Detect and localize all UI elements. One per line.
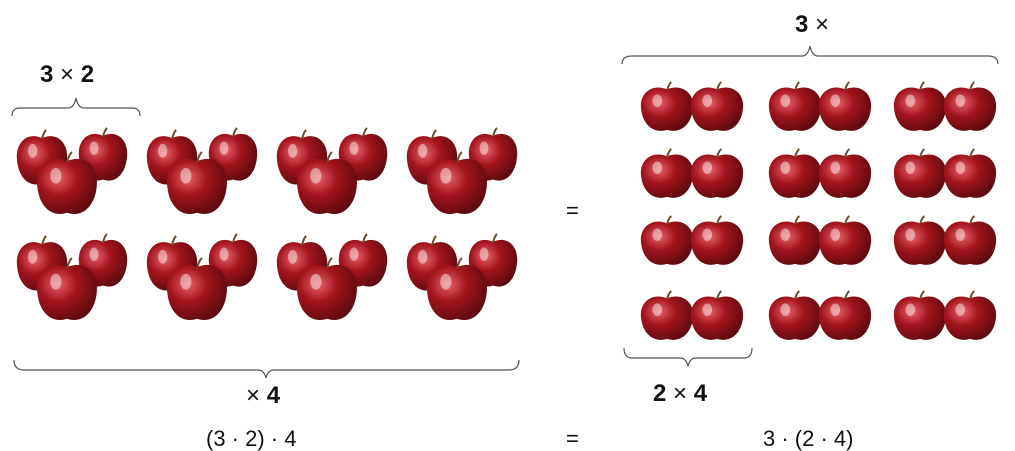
formula-left: (3 · 2) · 4 xyxy=(206,428,296,450)
apple-pair-2 xyxy=(768,80,868,132)
apple-icon xyxy=(944,291,996,340)
apple-icon xyxy=(819,149,871,198)
apple-icon xyxy=(894,291,946,340)
apple-pair-2 xyxy=(768,214,868,266)
brace-bottom-left xyxy=(14,360,519,380)
apple-cluster-3 xyxy=(404,124,516,220)
apple-icon xyxy=(944,216,996,265)
apple-icon xyxy=(944,82,996,131)
apple-pair-2 xyxy=(640,214,740,266)
label-number: 2 xyxy=(653,380,666,407)
apple-pair-2 xyxy=(893,147,993,199)
equals-sign-bottom: = xyxy=(566,428,579,450)
apple-cluster-3 xyxy=(274,124,386,220)
apple-icon xyxy=(894,149,946,198)
apple-pair-2 xyxy=(640,147,740,199)
equals-sign: = xyxy=(566,200,579,222)
apple-pair-2 xyxy=(893,80,993,132)
label-number: 3 xyxy=(40,61,53,88)
apple-cluster-3 xyxy=(404,230,516,326)
apple-pair-2 xyxy=(893,214,993,266)
apple-pair-2 xyxy=(640,80,740,132)
apple-icon xyxy=(819,82,871,131)
times-sign: × xyxy=(246,382,260,409)
apple-icon xyxy=(641,82,693,131)
label-number: 3 xyxy=(795,11,808,38)
times-sign: × xyxy=(673,380,687,407)
apple-icon xyxy=(641,149,693,198)
label-times-4: × 4 xyxy=(246,384,280,408)
apple-icon xyxy=(819,291,871,340)
apple-pair-2 xyxy=(640,289,740,341)
label-3-times: 3 × xyxy=(795,13,829,37)
apple-icon xyxy=(769,291,821,340)
apple-cluster-3 xyxy=(274,230,386,326)
formula-right: 3 · (2 · 4) xyxy=(763,428,853,450)
apple-icon xyxy=(691,216,743,265)
apple-cluster-3 xyxy=(144,124,256,220)
apple-icon xyxy=(691,82,743,131)
apple-icon xyxy=(769,149,821,198)
label-number: 2 xyxy=(81,61,94,88)
label-2-times-4: 2 × 4 xyxy=(653,382,707,406)
apple-pair-2 xyxy=(893,289,993,341)
label-number: 4 xyxy=(694,380,707,407)
apple-icon xyxy=(691,291,743,340)
times-sign: × xyxy=(60,61,74,88)
apple-pair-2 xyxy=(768,147,868,199)
apple-icon xyxy=(641,216,693,265)
apple-icon xyxy=(819,216,871,265)
times-sign: × xyxy=(815,11,829,38)
brace-bottom-right xyxy=(624,348,752,368)
apple-icon xyxy=(894,216,946,265)
apple-icon xyxy=(769,216,821,265)
apple-icon xyxy=(641,291,693,340)
apple-cluster-3 xyxy=(144,230,256,326)
apple-pair-2 xyxy=(768,289,868,341)
label-number: 4 xyxy=(267,382,280,409)
label-3-times-2: 3 × 2 xyxy=(40,63,94,87)
apple-icon xyxy=(691,149,743,198)
apple-icon xyxy=(944,149,996,198)
brace-top-right xyxy=(622,44,998,66)
brace-top-left xyxy=(12,96,140,118)
apple-cluster-3 xyxy=(14,230,126,326)
apple-icon xyxy=(769,82,821,131)
apple-icon xyxy=(894,82,946,131)
apple-cluster-3 xyxy=(14,124,126,220)
